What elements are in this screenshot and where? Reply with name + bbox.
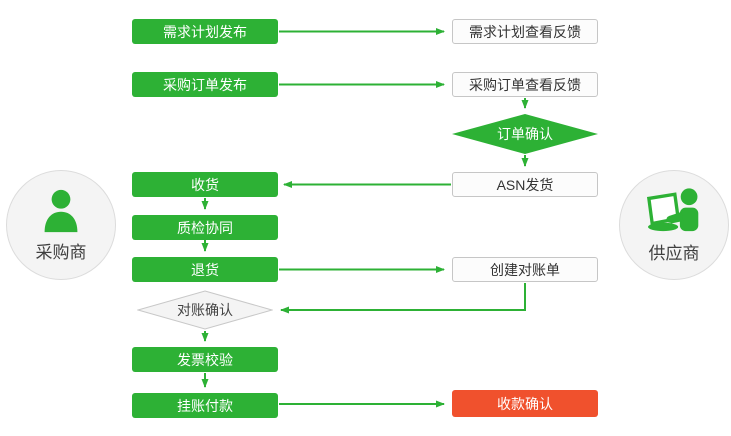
node-receive: 收货 [132,172,278,197]
node-demand-plan-publish: 需求计划发布 [132,19,278,44]
actor-buyer: 采购商 [6,170,116,280]
node-label: 需求计划发布 [163,23,247,40]
node-receipt-confirm: 收款确认 [452,390,598,417]
node-label: 需求计划查看反馈 [469,23,581,40]
diamond-shape [137,290,273,330]
node-label: 收货 [191,176,219,193]
actor-supplier-label: 供应商 [648,244,700,263]
node-quality-check: 质检协同 [132,215,278,240]
node-label: 创建对账单 [490,261,560,278]
node-label: 订单确认 [497,126,553,142]
node-order-confirm: 订单确认 [452,114,598,154]
node-statement-confirm: 对账确认 [137,290,273,330]
person-laptop-icon [643,186,705,236]
node-pending-payment: 挂账付款 [132,393,278,418]
node-po-feedback: 采购订单查看反馈 [452,72,598,97]
node-label: 质检协同 [177,219,233,236]
actor-buyer-label: 采购商 [35,243,87,262]
node-demand-plan-feedback: 需求计划查看反馈 [452,19,598,44]
node-label: 挂账付款 [177,397,233,414]
node-label: 发票校验 [177,351,233,368]
node-label: 对账确认 [177,302,233,318]
node-return-goods: 退货 [132,257,278,282]
diamond-shape [452,114,598,154]
node-label: 收款确认 [497,395,553,412]
node-label: 退货 [191,261,219,278]
node-label: 采购订单发布 [163,76,247,93]
person-icon [36,187,86,235]
actor-supplier: 供应商 [619,170,729,280]
node-create-statement: 创建对账单 [452,257,598,282]
node-invoice-verify: 发票校验 [132,347,278,372]
edge-create-statement-to-statement-confirm [280,283,526,314]
node-po-publish: 采购订单发布 [132,72,278,97]
node-label: 采购订单查看反馈 [469,76,581,93]
node-label: ASN发货 [496,176,554,193]
node-asn-ship: ASN发货 [452,172,598,197]
